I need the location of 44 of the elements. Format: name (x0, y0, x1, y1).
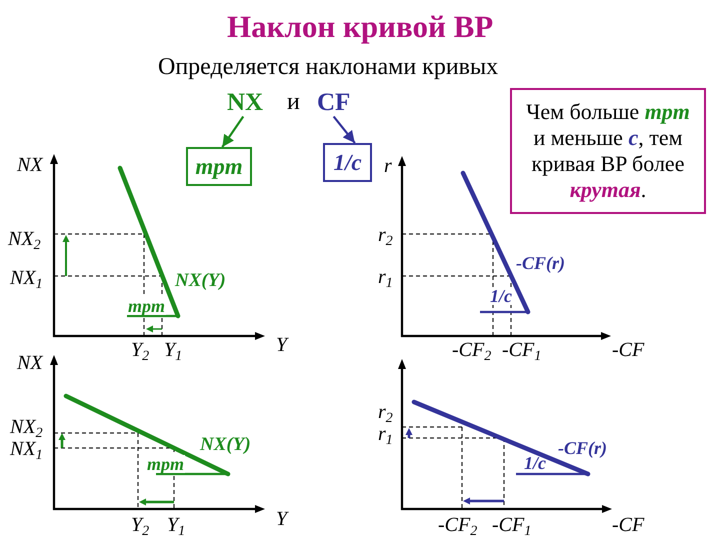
tick-label: NX$_{2}$ (10, 416, 43, 438)
tick-label: -CF$_{2}$ (452, 339, 492, 361)
slope-box (323, 143, 372, 182)
axis-label: -CF (612, 514, 644, 536)
curve-label: -CF(r) (558, 439, 607, 459)
tick-label: Y$_{1}$ (164, 339, 182, 361)
axis-label: Y (276, 508, 288, 530)
curve-name: CF (317, 89, 350, 116)
slope-symbol: mpm (195, 154, 243, 180)
arrow (332, 116, 356, 144)
tick-label: Y$_{2}$ (131, 514, 150, 536)
tick-label: r$_{1}$ (378, 423, 393, 445)
tick-label: -CF$_{2}$ (438, 514, 478, 536)
curve-label: NX(Y) (200, 435, 251, 456)
axis-label: NX (17, 154, 43, 176)
tick-label: r$_{2}$ (378, 401, 393, 423)
title: Наклон кривой BP (227, 10, 494, 44)
axis-label: -CF (612, 339, 644, 361)
axis-label: Y (276, 334, 288, 356)
conjunction-text: и (287, 89, 300, 116)
slope-box (186, 147, 252, 186)
tick-label: -CF$_{1}$ (492, 514, 532, 536)
subtitle: Определяется наклонами кривых (158, 54, 498, 80)
tick-label: Y$_{2}$ (131, 339, 150, 361)
slope-label: mpm (146, 455, 186, 473)
tick-label: r$_{1}$ (378, 266, 393, 288)
note-text: Чем больше mpm и меньше c, тем кривая BP более крутая. (525, 99, 691, 203)
arrow (221, 116, 244, 148)
slope-label: 1/c (524, 454, 546, 472)
tick-label: NX$_{1}$ (10, 438, 43, 460)
tick-label: r$_{2}$ (378, 224, 393, 246)
tick-label: NX$_{1}$ (10, 267, 43, 289)
tick-label: NX$_{2}$ (8, 228, 41, 250)
curve-name: NX (227, 89, 264, 116)
curve-label: NX(Y) (175, 271, 226, 292)
curve-label: -CF(r) (516, 254, 565, 274)
axis-label: r (384, 155, 392, 177)
slope-label: mpm (127, 297, 166, 315)
axis-label: NX (17, 352, 43, 374)
note-box (510, 88, 706, 214)
slope-symbol: 1/c (333, 150, 362, 176)
tick-label: Y$_{1}$ (167, 514, 186, 536)
tick-label: -CF$_{1}$ (502, 339, 542, 361)
slope-label: 1/c (489, 287, 513, 305)
